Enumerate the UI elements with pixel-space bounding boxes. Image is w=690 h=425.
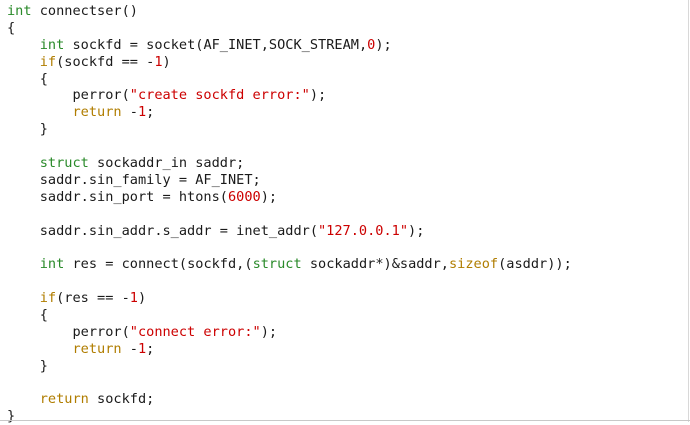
code-line: saddr.sin_addr.s_addr = inet_addr("127.0… [7, 223, 572, 240]
code-token-plain: ; [146, 340, 155, 357]
code-token-plain: } [7, 121, 48, 138]
code-line: int res = connect(sockfd,(struct sockadd… [7, 256, 572, 273]
code-line: int connectser() [7, 3, 572, 20]
code-line: } [7, 358, 572, 375]
code-token-plain [7, 155, 40, 171]
code-token-plain: ); [260, 323, 278, 340]
code-token-num: 1 [137, 104, 147, 121]
code-line [7, 273, 572, 290]
code-token-plain: { [7, 307, 48, 324]
code-token-plain: sockfd = socket(AF_INET,SOCK_STREAM, [64, 36, 368, 53]
code-token-plain: sockfd; [88, 391, 155, 408]
code-token-plain: ); [260, 188, 278, 205]
code-token-plain [7, 391, 40, 407]
code-token-plain: sockaddr*)&saddr, [301, 256, 449, 273]
code-line: perror("connect error:"); [7, 324, 572, 341]
code-token-kw: return [39, 391, 89, 408]
code-token-plain: saddr.sin_addr.s_addr = inet_addr( [7, 222, 318, 239]
code-token-plain: perror( [7, 323, 130, 340]
code-token-num: 0 [367, 36, 376, 53]
code-line: { [7, 71, 572, 88]
code-line: saddr.sin_family = AF_INET; [7, 172, 572, 189]
code-token-num: 6000 [227, 188, 261, 205]
code-token-plain [7, 104, 72, 120]
code-line: return -1; [7, 104, 572, 121]
code-token-plain: sockaddr_in saddr; [88, 155, 245, 172]
code-line: perror("create sockfd error:"); [7, 87, 572, 104]
code-token-kw: if [39, 290, 57, 307]
code-line: if(sockfd == -1) [7, 54, 572, 71]
code-token-kw: return [72, 340, 122, 357]
code-token-plain: ); [309, 87, 327, 104]
code-line: if(res == -1) [7, 290, 572, 307]
code-token-num: 1 [129, 290, 138, 307]
code-line [7, 138, 572, 155]
code-token-ty: struct [252, 256, 302, 273]
code-token-kw: sizeof [449, 256, 499, 273]
code-token-num: 1 [154, 53, 163, 70]
code-token-str: "connect error:" [129, 323, 261, 340]
code-line: return sockfd; [7, 391, 572, 408]
code-token-num: 1 [137, 340, 147, 357]
code-token-plain: ); [375, 36, 392, 53]
code-token-plain: } [7, 408, 16, 425]
code-token-ty: int [39, 36, 65, 53]
code-line [7, 375, 572, 392]
code-line [7, 239, 572, 256]
code-token-plain: (asddr)); [498, 256, 572, 273]
code-token-str: "127.0.0.1" [318, 222, 409, 239]
code-line: } [7, 408, 572, 425]
code-token-plain: { [7, 70, 48, 87]
code-token-plain: ); [408, 222, 425, 239]
code-token-plain: - [121, 340, 138, 357]
code-token-ty: int [7, 3, 32, 19]
code-token-plain: saddr.sin_family = AF_INET; [7, 171, 261, 188]
code-token-plain: ) [137, 290, 147, 307]
code-token-plain: res = connect(sockfd,( [64, 256, 253, 273]
code-token-plain [7, 54, 40, 70]
code-token-plain: connectser() [31, 3, 138, 19]
code-line [7, 206, 572, 223]
code-token-plain: } [7, 357, 48, 374]
code-line: struct sockaddr_in saddr; [7, 155, 572, 172]
code-token-plain [7, 290, 40, 306]
code-token-plain: (res == - [56, 290, 130, 307]
code-token-plain [7, 256, 40, 272]
code-token-plain [7, 37, 40, 53]
editor-bottom-border [0, 420, 690, 421]
code-token-plain: saddr.sin_port = htons( [7, 188, 228, 205]
code-token-plain: - [121, 104, 138, 121]
code-token-plain: ; [146, 104, 155, 121]
code-token-kw: return [72, 104, 122, 121]
code-token-ty: struct [39, 155, 89, 172]
code-token-str: "create sockfd error:" [129, 87, 310, 104]
code-line: { [7, 20, 572, 37]
code-line: { [7, 307, 572, 324]
code-line: int sockfd = socket(AF_INET,SOCK_STREAM,… [7, 37, 572, 54]
code-token-kw: if [39, 53, 57, 70]
code-token-plain: perror( [7, 87, 130, 104]
code-token-plain: { [7, 19, 16, 36]
code-line: return -1; [7, 341, 572, 358]
code-token-plain: (sockfd == - [56, 53, 155, 70]
editor-right-border [688, 0, 689, 422]
code-token-ty: int [39, 256, 65, 273]
code-token-plain: ) [162, 53, 171, 70]
code-line: saddr.sin_port = htons(6000); [7, 189, 572, 206]
code-token-plain [7, 341, 72, 357]
code-block[interactable]: int connectser(){ int sockfd = socket(AF… [7, 3, 572, 425]
code-line: } [7, 121, 572, 138]
